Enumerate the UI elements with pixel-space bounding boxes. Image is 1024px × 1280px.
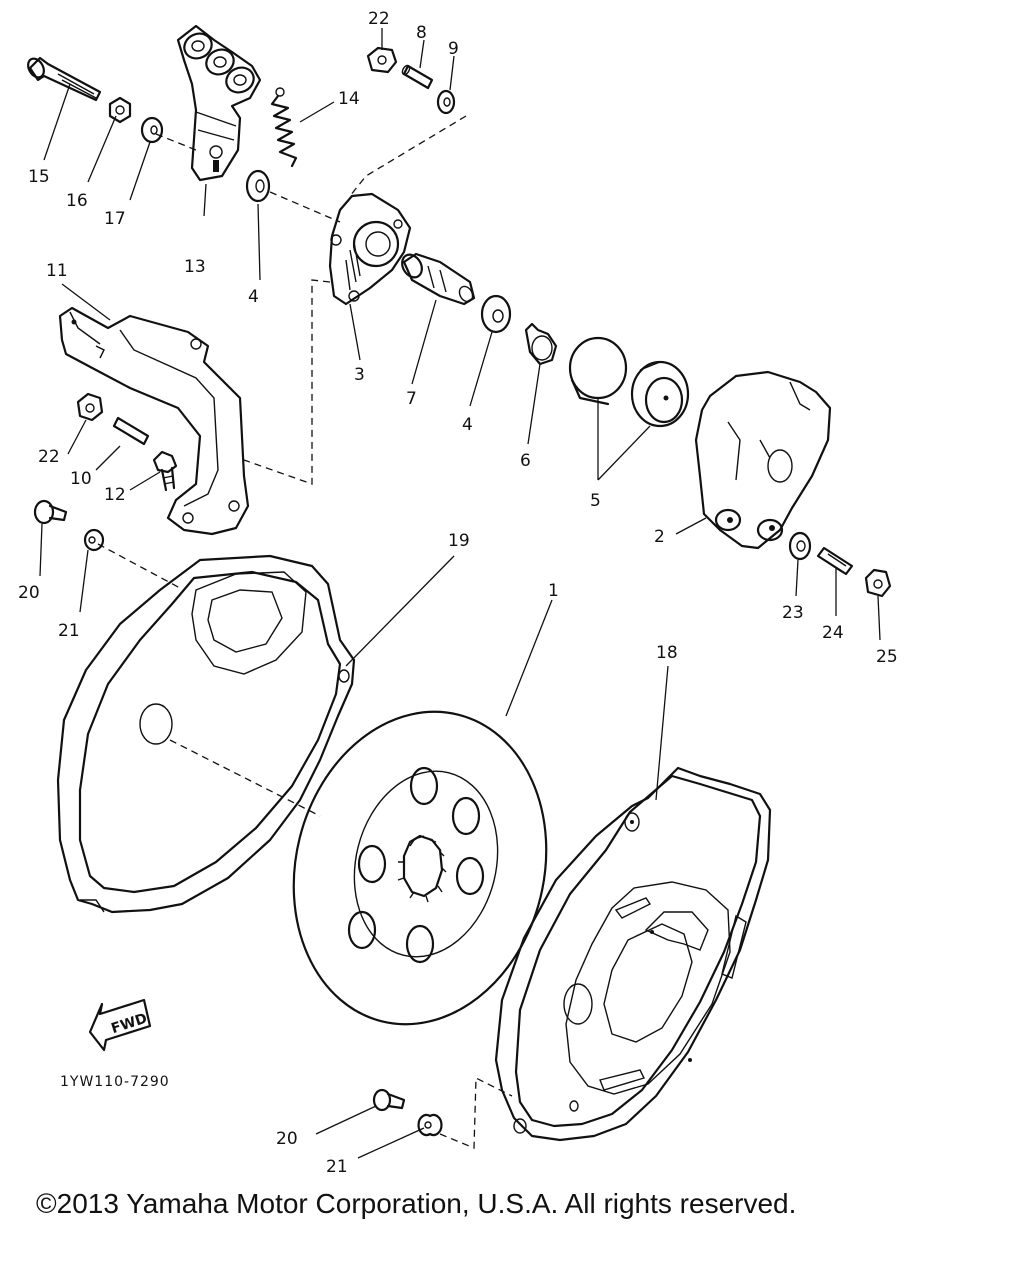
label-part-15: 15 xyxy=(28,167,50,187)
label-part-1: 1 xyxy=(548,581,559,601)
part-8-pin xyxy=(401,64,434,90)
copyright-notice: ©2013 Yamaha Motor Corporation, U.S.A. A… xyxy=(36,1188,797,1219)
part-17-washer xyxy=(140,116,164,144)
label-part-4-upper: 4 xyxy=(248,287,259,307)
label-part-13: 13 xyxy=(184,257,206,277)
part-10-pin xyxy=(112,416,150,446)
part-22-nut-left xyxy=(76,392,104,422)
part-23-washer xyxy=(788,531,812,561)
part-1-brake-disc xyxy=(292,710,548,1026)
label-part-5: 5 xyxy=(590,491,601,511)
label-part-12: 12 xyxy=(104,485,126,505)
part-16-nut xyxy=(108,96,132,124)
label-part-3: 3 xyxy=(354,365,365,385)
label-part-11: 11 xyxy=(46,261,68,281)
part-4-washer-upper xyxy=(245,169,271,203)
label-part-4-lower: 4 xyxy=(462,415,473,435)
leader-lines xyxy=(39,28,881,1159)
part-14-spring xyxy=(270,87,298,168)
label-part-9: 9 xyxy=(448,39,459,59)
label-part-22-top: 22 xyxy=(368,9,390,29)
label-part-25: 25 xyxy=(876,647,898,667)
label-part-16: 16 xyxy=(66,191,88,211)
label-part-2: 2 xyxy=(654,527,665,547)
label-part-14: 14 xyxy=(338,89,360,109)
part-number-labels: 1 2 3 4 4 5 6 7 8 9 10 11 12 13 14 15 16… xyxy=(18,9,898,1177)
part-24-stud xyxy=(816,546,854,576)
part-21-washer-lower xyxy=(417,1113,443,1137)
part-13-brake-arm xyxy=(176,24,262,182)
label-part-20-upper: 20 xyxy=(18,583,40,603)
label-part-7: 7 xyxy=(406,389,417,409)
part-11-bracket xyxy=(58,306,250,536)
part-5-pads xyxy=(568,336,690,428)
label-part-24: 24 xyxy=(822,623,844,643)
diagram-code: 1YW110-7290 xyxy=(60,1074,170,1090)
part-22-nut-top xyxy=(366,46,398,74)
part-25-nut xyxy=(864,568,892,598)
part-7-camshaft xyxy=(401,252,476,306)
label-part-22-left: 22 xyxy=(38,447,60,467)
part-20-bolt-lower xyxy=(372,1088,406,1112)
assembly-lines xyxy=(97,115,513,1149)
label-part-6: 6 xyxy=(520,451,531,471)
part-12-bolt xyxy=(152,450,178,492)
part-9-washer xyxy=(436,89,456,115)
part-21-washer-upper xyxy=(83,528,105,552)
part-6-plunger xyxy=(524,322,558,366)
part-18-backing-plate xyxy=(494,766,772,1142)
exploded-parts-diagram: FWD 1YW110-7290 xyxy=(18,9,898,1177)
label-part-18: 18 xyxy=(656,643,678,663)
label-part-8: 8 xyxy=(416,23,427,43)
fwd-arrow-icon: FWD xyxy=(88,998,152,1052)
part-4-washer-lower xyxy=(480,294,512,334)
label-part-20-lower: 20 xyxy=(276,1129,298,1149)
part-15-bolt xyxy=(27,56,102,102)
label-part-21-lower: 21 xyxy=(326,1157,348,1177)
label-part-10: 10 xyxy=(70,469,92,489)
part-19-dust-cover xyxy=(56,554,356,914)
label-part-23: 23 xyxy=(782,603,804,623)
part-3-plate xyxy=(328,192,412,306)
label-part-17: 17 xyxy=(104,209,126,229)
label-part-19: 19 xyxy=(448,531,470,551)
part-2-caliper xyxy=(694,370,832,550)
part-20-bolt-upper xyxy=(33,499,68,525)
label-part-21-upper: 21 xyxy=(58,621,80,641)
